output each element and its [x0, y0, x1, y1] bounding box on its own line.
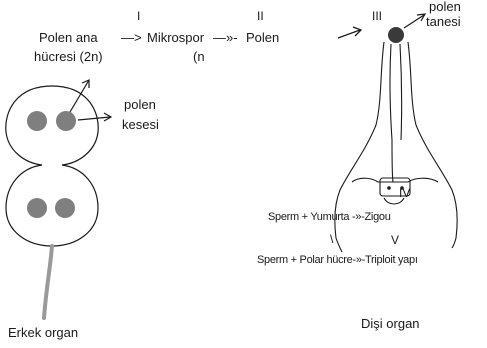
fertilization-polar-equation: Sperm + Polar hücre-»-Triploit yapı: [257, 255, 418, 266]
fertilization-egg-equation: Sperm + Yumurta -»-Zigou: [268, 212, 391, 223]
polen-tanesi-label-line1: polen: [429, 0, 461, 13]
polen-ana-ploidy-label: hücresi (2n): [34, 50, 103, 63]
mikrospor-label: Mikrospor: [147, 31, 204, 44]
pollen-grain: [27, 111, 47, 131]
stage-2-label: II: [257, 10, 264, 22]
pistil-outline-right: [408, 42, 457, 248]
flow-arrow-1: —>: [121, 31, 142, 44]
polen-tanesi-label-line2: tanesi: [426, 15, 461, 28]
arrow-to-pistil: [338, 27, 361, 38]
pollen-tube-side: [400, 44, 402, 140]
equation-separator: \: [330, 233, 333, 245]
flow-arrow-2: —»-: [213, 31, 238, 44]
mikrospor-ploidy-label: (n: [193, 50, 205, 63]
stage-5-label: V: [391, 234, 399, 246]
stage-4-label: IV: [399, 187, 410, 199]
pollen-tube: [390, 44, 393, 182]
anther-outline: [6, 86, 98, 246]
stage-3-label: III: [372, 10, 382, 22]
polen-label: Polen: [246, 31, 279, 44]
male-organ-caption: Erkek organ: [8, 326, 78, 339]
polen-ana-label: Polen ana: [39, 31, 98, 44]
pollen-grain: [56, 111, 76, 131]
pollen-grain: [55, 198, 75, 218]
pollen-grain: [27, 198, 47, 218]
filament: [44, 246, 52, 318]
polen-tanesi-pointer: [404, 14, 425, 28]
polen-kesesi-label-line1: polen: [124, 98, 156, 111]
stigma-pollen-grain: [388, 27, 404, 43]
polen-kesesi-label-line2: kesesi: [122, 118, 159, 131]
egg-nucleus: [387, 186, 391, 190]
polen-kesesi-pointer: [70, 80, 111, 121]
anther: [6, 86, 98, 318]
stage-1-label: I: [137, 10, 140, 22]
female-organ-caption: Dişi organ: [361, 317, 420, 330]
ovule-outline: [352, 178, 438, 182]
